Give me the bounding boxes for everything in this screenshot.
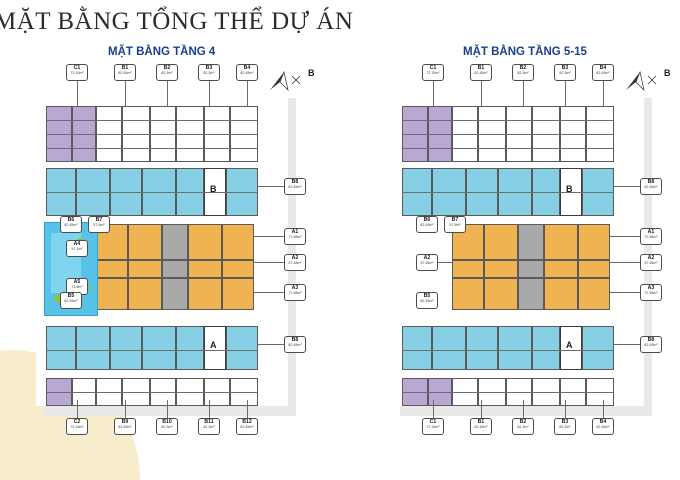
unit-block [222,224,254,260]
unit-block [128,224,162,260]
unit-tag[interactable]: A2 57.48m² [640,254,662,271]
unit-tag[interactable]: A1 71.58m² [640,228,662,245]
unit-tag[interactable]: B12 82.45m² [236,418,258,435]
plan-title-right: MẶT BẰNG TẦNG 5-15 [463,46,587,58]
unit-block [578,224,610,260]
core-block [518,260,544,278]
unit-block [96,224,128,260]
unit-tag[interactable]: B3 82.3m² [554,64,576,81]
compass-label: B [308,68,315,78]
unit-tag[interactable]: B8 82.45m² [640,178,662,195]
core-block [162,224,188,260]
unit-block [466,326,498,370]
unit-tag[interactable]: B3 82.3m² [554,418,576,435]
tree-icon [54,294,63,303]
unit-block [578,260,610,278]
unit-block [110,326,142,370]
unit-block [188,224,222,260]
plan-floor-4: B A B C1 72.15m² B1 82.45m² B2 82.3m² B3… [36,64,316,435]
unit-tag[interactable]: B8 82.45m² [640,336,662,353]
core-block [518,224,544,260]
unit-block [532,326,560,370]
unit-block [96,278,128,310]
core-label-upper: B [566,184,573,194]
unit-block [582,326,614,370]
unit-tag[interactable]: B2 82.3m² [156,64,178,81]
unit-tag[interactable]: A2 57.48m² [416,254,438,271]
unit-tag[interactable]: B2 82.3m² [512,418,534,435]
unit-block [142,326,176,370]
unit-tag[interactable]: B6 82.45m² [416,216,438,233]
unit-block [188,278,222,310]
unit-tag[interactable]: B4 82.45m² [592,418,614,435]
unit-tag[interactable]: C1 72.15m² [422,418,444,435]
unit-tag[interactable]: B8 82.45m² [284,178,306,195]
unit-block [452,278,484,310]
unit-block [544,260,578,278]
unit-tag[interactable]: A1 71.58m² [284,228,306,245]
unit-tag[interactable]: B1 82.45m² [470,64,492,81]
unit-block [484,260,518,278]
unit-tag[interactable]: B6 82.45m² [60,216,82,233]
unit-block [128,278,162,310]
unit-tag[interactable]: A3 71.58m² [640,284,662,301]
unit-block [226,326,258,370]
core-label-upper: B [210,184,217,194]
core-lower [560,326,582,370]
compass-icon [626,70,657,92]
unit-tag[interactable]: B4 82.45m² [236,64,258,81]
unit-block [452,260,484,278]
unit-tag[interactable]: B1 82.45m² [114,64,136,81]
unit-tag[interactable]: B10 82.3m² [156,418,178,435]
unit-tag[interactable]: B4 82.45m² [592,64,614,81]
unit-block [544,278,578,310]
unit-block [484,278,518,310]
core-block [162,278,188,310]
unit-tag[interactable]: C1 72.15m² [422,64,444,81]
unit-tag[interactable]: B7 57.5m² [88,216,110,233]
unit-block [432,326,466,370]
unit-tag[interactable]: A2 57.48m² [284,254,306,271]
core-label-lower: A [566,340,573,350]
unit-block [96,260,128,278]
unit-block [578,278,610,310]
unit-tag[interactable]: B1 82.45m² [470,418,492,435]
core-block [518,278,544,310]
unit-block [176,326,204,370]
plan-body: B A [392,88,644,406]
unit-block [498,326,532,370]
unit-block [544,224,578,260]
unit-tag[interactable]: B9 82.45m² [114,418,136,435]
unit-tag[interactable]: B8 82.45m² [284,336,306,353]
unit-tag[interactable]: A4 57.1m² [66,240,88,257]
compass-label: B [664,68,671,78]
unit-tag[interactable]: B2 82.3m² [512,64,534,81]
unit-block [222,278,254,310]
core-label-lower: A [210,340,217,350]
unit-tag[interactable]: B3 82.3m² [198,64,220,81]
unit-tag[interactable]: B5 82.45m² [60,292,82,309]
unit-block [128,260,162,278]
unit-tag[interactable]: C1 72.15m² [66,64,88,81]
unit-block [484,224,518,260]
plan-title-left: MẶT BẰNG TẦNG 4 [108,46,216,58]
unit-tag[interactable]: B7 57.5m² [444,216,466,233]
core-block [162,260,188,278]
page-title: MẶT BẰNG TỔNG THỂ DỰ ÁN [0,8,354,35]
unit-block [222,260,254,278]
unit-block [188,260,222,278]
unit-block [402,326,432,370]
unit-tag[interactable]: B11 82.3m² [198,418,220,435]
unit-block [46,326,76,370]
plan-floor-5-15: B A B C1 72.15m² B1 82.45m² B2 82.3m² B3… [392,64,672,435]
unit-tag[interactable]: A3 71.58m² [284,284,306,301]
unit-block [76,326,110,370]
core-lower [204,326,226,370]
compass-icon [270,70,301,92]
unit-tag[interactable]: B5 82.45m² [416,292,438,309]
unit-tag[interactable]: C2 72.15m² [66,418,88,435]
